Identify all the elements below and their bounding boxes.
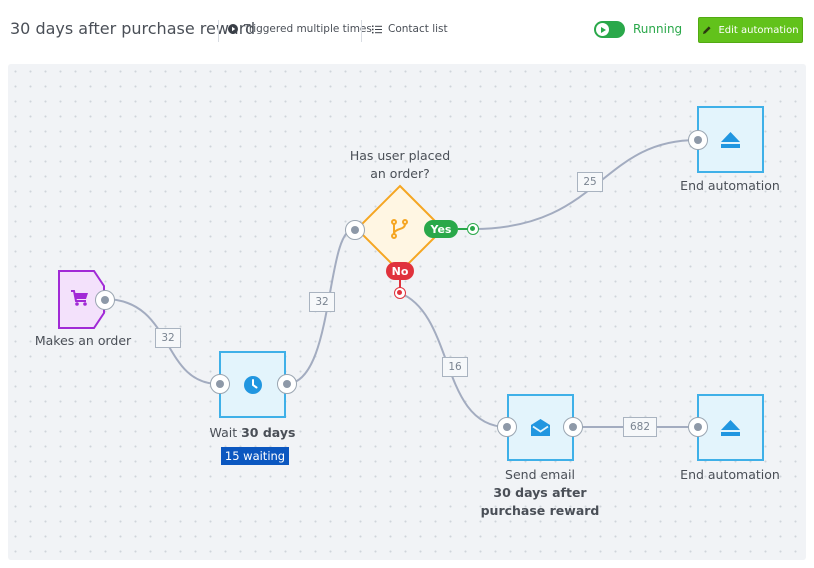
wait-output-handle[interactable]	[277, 374, 297, 394]
header-divider	[218, 20, 219, 42]
edit-automation-label: Edit automation	[718, 24, 799, 36]
wait-label-prefix: Wait	[209, 425, 242, 440]
cart-icon	[71, 290, 88, 306]
branch-icon	[391, 219, 408, 239]
yes-output-handle[interactable]	[467, 223, 479, 235]
header-divider	[361, 20, 362, 42]
list-icon	[372, 25, 382, 33]
wait-input-handle[interactable]	[210, 374, 230, 394]
trigger-node[interactable]	[58, 270, 105, 329]
end-automation-node-top[interactable]	[697, 106, 764, 173]
envelope-icon	[531, 419, 550, 436]
send-email-node[interactable]	[507, 394, 574, 461]
page-title: 30 days after purchase reward	[10, 19, 256, 38]
no-output-handle[interactable]	[394, 287, 406, 299]
count-email-to-end[interactable]: 682	[623, 417, 657, 437]
trigger-label: Makes an order	[34, 333, 132, 348]
condition-input-handle[interactable]	[345, 220, 365, 240]
count-wait-to-condition[interactable]: 32	[309, 292, 335, 312]
end-bottom-label: End automation	[680, 467, 780, 482]
play-circle-icon	[228, 24, 238, 34]
eject-icon	[721, 420, 740, 436]
count-no-to-email[interactable]: 16	[442, 357, 468, 377]
contact-list-label: Contact list	[388, 23, 448, 35]
count-trigger-to-wait[interactable]: 32	[155, 328, 181, 348]
edit-automation-button[interactable]: Edit automation	[698, 17, 803, 43]
toggle-play-icon	[596, 23, 609, 36]
send-email-label: Send email	[505, 467, 575, 482]
count-yes-to-end[interactable]: 25	[577, 172, 603, 192]
triggered-multiple-times-link[interactable]: Triggered multiple times	[228, 23, 372, 35]
clock-icon	[244, 376, 262, 394]
end-top-input-handle[interactable]	[688, 130, 708, 150]
contact-list-link[interactable]: Contact list	[372, 23, 448, 35]
trigger-output-handle[interactable]	[95, 290, 115, 310]
send-email-output-handle[interactable]	[563, 417, 583, 437]
pencil-icon	[703, 26, 712, 34]
running-toggle[interactable]	[594, 21, 625, 38]
wait-label: Wait 30 days	[192, 424, 313, 442]
header-bar: 30 days after purchase reward Triggered …	[0, 0, 814, 62]
end-top-label: End automation	[680, 178, 780, 193]
automation-canvas[interactable]	[8, 64, 806, 560]
waiting-badge[interactable]: 15 waiting	[221, 447, 289, 465]
end-bottom-input-handle[interactable]	[688, 417, 708, 437]
triggered-label: Triggered multiple times	[244, 23, 372, 35]
wait-node[interactable]	[219, 351, 286, 418]
send-email-input-handle[interactable]	[497, 417, 517, 437]
yes-branch-badge: Yes	[424, 220, 458, 238]
wait-duration: 30 days	[241, 425, 296, 440]
send-email-subject: 30 days after purchase reward	[480, 485, 600, 518]
status-label: Running	[633, 22, 683, 36]
condition-label: Has user placed an order?	[349, 148, 451, 181]
end-automation-node-bottom[interactable]	[697, 394, 764, 461]
eject-icon	[721, 132, 740, 148]
no-branch-badge: No	[386, 262, 414, 280]
